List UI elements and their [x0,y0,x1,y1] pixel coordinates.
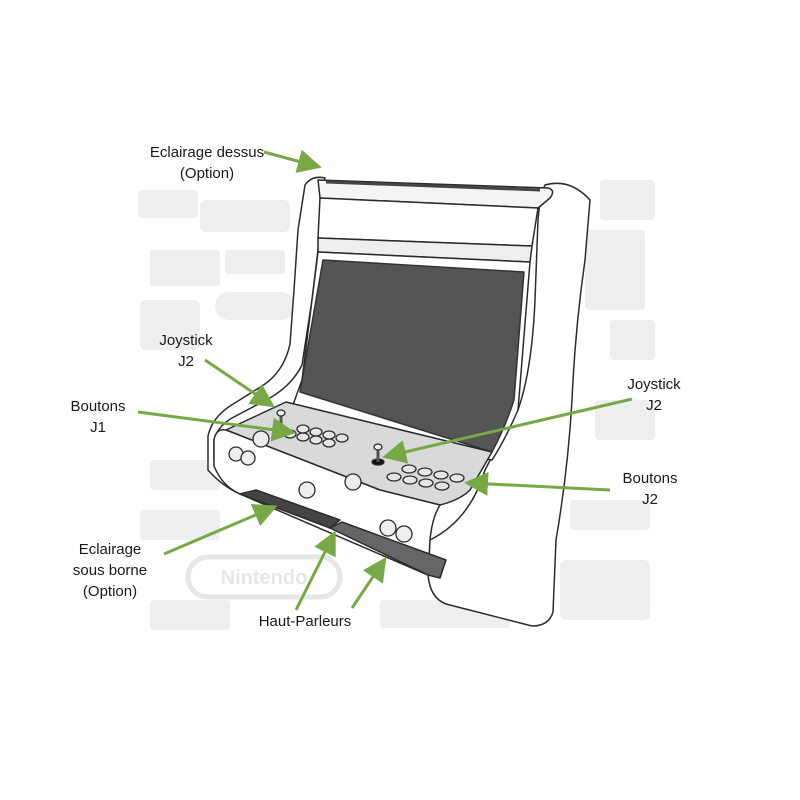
label-top-light: Eclairage dessus (Option) [132,142,282,184]
arrow-under-light [163,504,278,556]
front-button-2 [240,450,256,466]
label-buttons-j2: Boutons J2 [612,468,688,510]
background-logos [138,180,655,630]
panel-hole-center [344,473,362,491]
label-buttons-j1-line2: J1 [90,419,106,436]
label-under-light-line1: Eclairage [78,541,142,558]
front-coin-button [298,481,316,499]
svg-text:Nintendo: Nintendo [221,567,308,589]
label-top-light-line1: Eclairage dessus [149,144,265,161]
under-light-bar [239,489,341,529]
arrow-joystick-j2-right [382,397,633,464]
right-side-panel [427,182,591,627]
label-buttons-j2-line1: Boutons [622,470,678,487]
arrow-joystick-j2-left [204,358,275,408]
label-buttons-j2-line2: J2 [642,491,658,508]
label-speakers: Haut-Parleurs [240,611,370,632]
label-joystick-j2-left: Joystick J2 [150,330,222,372]
top-light-strip [325,180,541,192]
arrow-top-light [263,149,322,173]
label-under-light-line2: sous borne [72,562,148,579]
label-joystick-j2-right: Joystick J2 [614,374,694,416]
front-button-3 [379,519,397,537]
label-joystick-j2-left-line1: Joystick [159,332,213,349]
label-joystick-j2-right-line2: J2 [646,397,662,414]
panel-hole-left [252,430,270,448]
callout-arrows [137,149,633,611]
nintendo-logo-watermark: Nintendo [185,554,343,600]
speaker-base [329,521,447,579]
arrow-buttons-j2 [464,471,611,496]
label-speakers-line1: Haut-Parleurs [258,613,352,630]
label-under-light: Eclairage sous borne (Option) [60,539,160,602]
arrow-buttons-j1 [137,410,296,442]
label-top-light-line2: (Option) [179,165,235,182]
arrow-speakers-left [294,530,336,611]
label-under-light-line3: (Option) [82,583,138,600]
label-buttons-j1-line1: Boutons [70,398,126,415]
buttons-j2-group [386,464,465,491]
front-button-4 [395,525,413,543]
label-joystick-j2-right-line1: Joystick [627,376,681,393]
label-buttons-j1: Boutons J1 [60,396,136,438]
arrow-speakers-right [350,557,387,609]
label-joystick-j2-left-line2: J2 [178,353,194,370]
